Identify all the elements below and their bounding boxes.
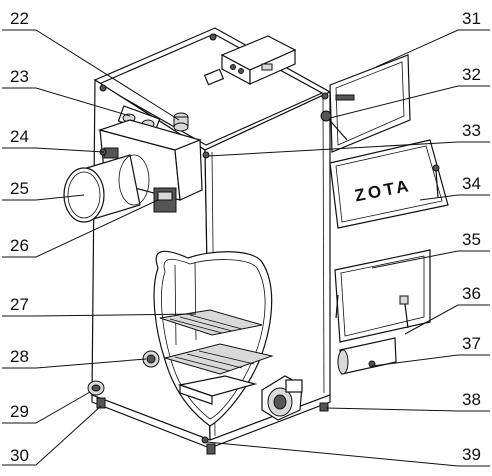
callout-36: 36 bbox=[462, 284, 481, 303]
firebox-rear-wall bbox=[174, 264, 177, 346]
leader-lines bbox=[2, 29, 490, 467]
leader-37 bbox=[371, 354, 490, 367]
return-pipe-bore bbox=[146, 354, 156, 364]
fan-hub bbox=[273, 394, 287, 410]
leader-34 bbox=[419, 194, 490, 201]
leveling-foot bbox=[96, 397, 106, 409]
side-fittings bbox=[87, 350, 329, 455]
leader-39 bbox=[206, 441, 490, 467]
loading-door-handle bbox=[435, 169, 439, 199]
callout-24: 24 bbox=[10, 127, 29, 146]
blower-fan bbox=[261, 375, 303, 421]
drain-fitting-bore bbox=[91, 384, 101, 392]
damper-plate bbox=[339, 337, 397, 375]
flue-pipe-collar bbox=[118, 154, 150, 206]
ash-door-latch bbox=[399, 295, 409, 305]
callout-27: 27 bbox=[10, 295, 29, 314]
grate-bar bbox=[174, 356, 231, 372]
mount-bolt bbox=[321, 92, 329, 100]
callout-38: 38 bbox=[462, 390, 481, 409]
mount-bolt bbox=[202, 151, 210, 159]
callout-33: 33 bbox=[462, 121, 481, 140]
control-switch bbox=[261, 63, 273, 71]
callout-22: 22 bbox=[10, 9, 29, 28]
leader-28 bbox=[2, 358, 147, 369]
ash-door-panel bbox=[334, 249, 431, 343]
grate-bar bbox=[179, 316, 233, 332]
callout-37: 37 bbox=[462, 334, 481, 353]
loading-door-inner bbox=[335, 145, 443, 223]
callout-31: 31 bbox=[462, 9, 481, 28]
leader-36 bbox=[404, 304, 490, 335]
leader-26 bbox=[2, 199, 159, 258]
callout-26: 26 bbox=[10, 236, 29, 255]
air-damper bbox=[337, 337, 397, 375]
callout-30: 30 bbox=[10, 446, 29, 465]
leader-35 bbox=[371, 250, 490, 269]
ash-door-hinge bbox=[335, 294, 339, 319]
leader-22 bbox=[2, 29, 180, 121]
upper-door-inner bbox=[335, 61, 405, 146]
grate-bar bbox=[186, 353, 243, 369]
callout-23: 23 bbox=[10, 67, 29, 86]
handle-pivot bbox=[320, 110, 332, 122]
flue-assembly bbox=[63, 119, 203, 223]
callout-39: 39 bbox=[462, 445, 481, 464]
control-socket bbox=[230, 64, 236, 70]
leader-33 bbox=[207, 141, 490, 157]
control-socket bbox=[238, 68, 244, 74]
door-handle bbox=[320, 110, 348, 141]
mount-bolt bbox=[99, 84, 107, 92]
mount-bolt bbox=[201, 436, 209, 444]
leveling-foot bbox=[319, 402, 329, 412]
side-firebox-opening bbox=[153, 250, 274, 427]
boiler-top-inner-edge bbox=[97, 33, 324, 146]
leader-27 bbox=[2, 313, 197, 317]
grate-bar bbox=[189, 314, 243, 330]
loading-door: ZOTA bbox=[329, 139, 449, 229]
flue-box-side bbox=[174, 139, 203, 201]
door-hinge-label bbox=[335, 94, 355, 101]
callout-35: 35 bbox=[462, 230, 481, 249]
callout-25: 25 bbox=[10, 179, 29, 198]
lower-grate bbox=[163, 343, 274, 375]
upper-grate bbox=[159, 309, 263, 336]
control-unit bbox=[203, 35, 297, 86]
ash-pan-front bbox=[179, 384, 213, 405]
leveling-foot bbox=[206, 443, 216, 455]
callout-labels: 22 23 24 25 26 27 28 29 30 31 32 33 34 3… bbox=[10, 9, 481, 465]
upper-service-door bbox=[329, 54, 411, 153]
front-right-edge-line bbox=[322, 97, 325, 394]
leader-24 bbox=[2, 147, 105, 153]
flue-hatch-window bbox=[157, 191, 173, 201]
leader-32 bbox=[329, 85, 490, 119]
upper-door-panel bbox=[329, 54, 411, 153]
leader-25 bbox=[2, 194, 85, 201]
leader-31 bbox=[375, 29, 490, 68]
grate-bar bbox=[198, 350, 255, 365]
supply-pipe-bottom bbox=[173, 122, 189, 132]
ash-door bbox=[334, 249, 431, 343]
ash-door-inner bbox=[340, 255, 425, 337]
fan-motor bbox=[285, 379, 303, 393]
top-label-plate bbox=[203, 68, 225, 86]
callout-29: 29 bbox=[10, 402, 29, 421]
callout-28: 28 bbox=[10, 347, 29, 366]
mount-bolt bbox=[209, 33, 217, 41]
boiler-base bbox=[91, 394, 331, 449]
damper-knob bbox=[337, 349, 349, 375]
leader-23 bbox=[2, 87, 131, 117]
leader-30 bbox=[2, 405, 102, 466]
loading-door-handle-knob bbox=[432, 164, 440, 172]
callout-34: 34 bbox=[462, 174, 481, 193]
leader-29 bbox=[2, 391, 91, 424]
grate-bar bbox=[169, 318, 223, 334]
callout-32: 32 bbox=[462, 65, 481, 84]
flue-pipe-inner bbox=[67, 171, 101, 219]
leader-38 bbox=[325, 407, 490, 412]
